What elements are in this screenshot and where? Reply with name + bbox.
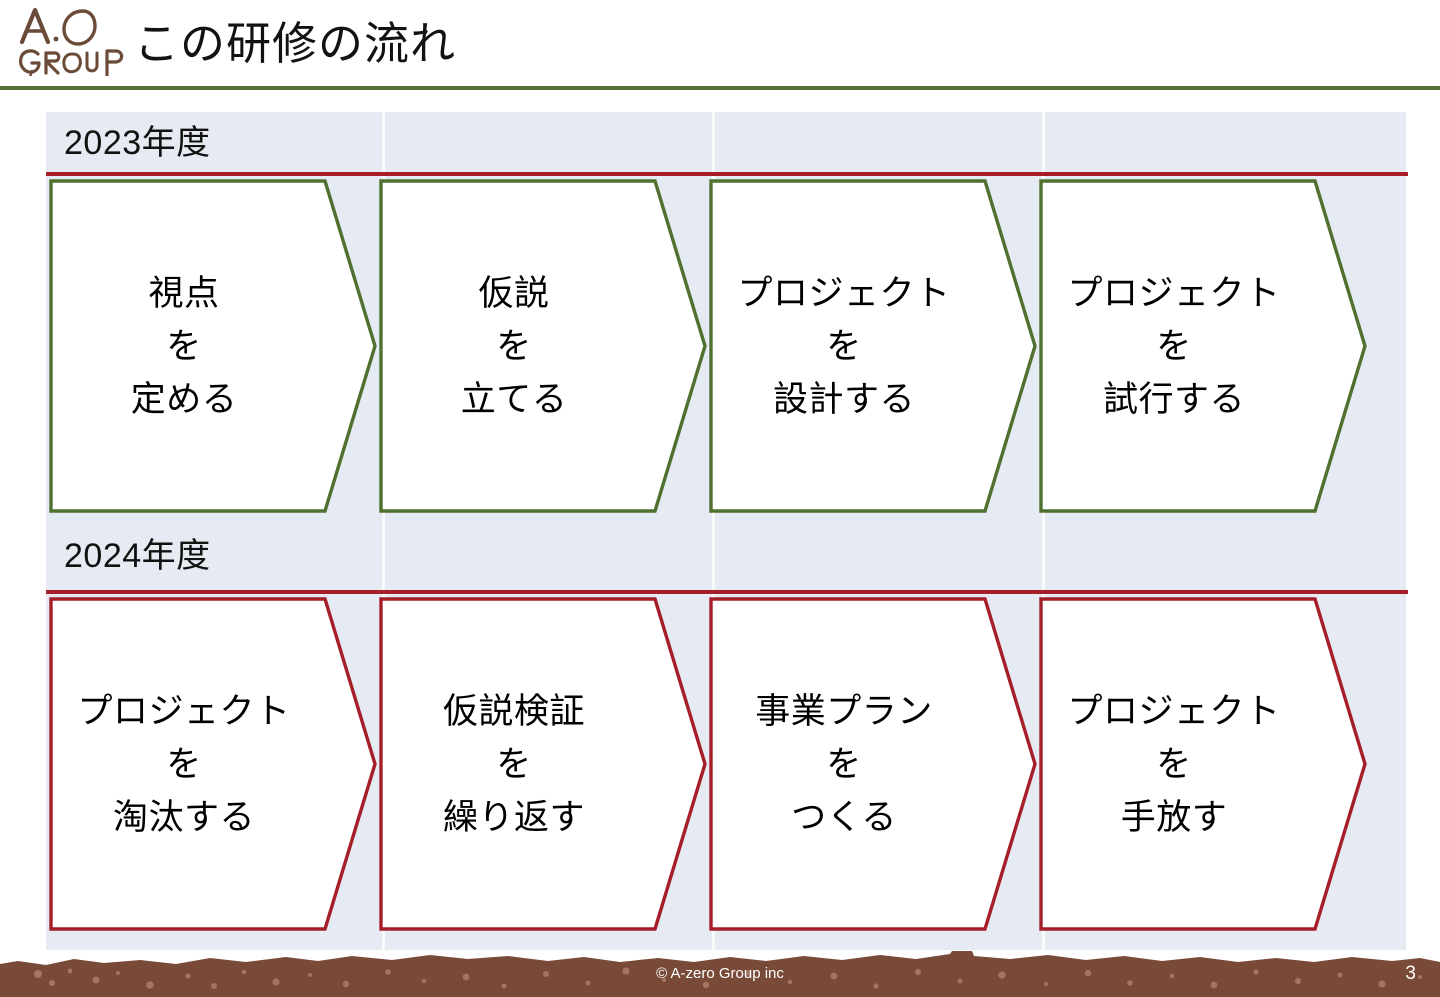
slide-footer: © A-zero Group inc 3: [0, 950, 1440, 997]
step-chevron-2023-1[interactable]: 視点 を 定める: [48, 178, 378, 514]
step-chevron-2023-3[interactable]: プロジェクト を 設計する: [708, 178, 1038, 514]
chevron-shape-icon: [379, 179, 707, 513]
column-separator: [1042, 112, 1045, 950]
page-number: 3: [1405, 963, 1416, 984]
chevron-shape-icon: [709, 179, 1037, 513]
row-year-label-2023: 2023年度: [64, 124, 211, 162]
step-chevron-2024-2[interactable]: 仮説検証 を 繰り返す: [378, 596, 708, 932]
column-separator: [712, 112, 715, 950]
step-chevron-2023-2[interactable]: 仮説 を 立てる: [378, 178, 708, 514]
row-year-label-2024: 2024年度: [64, 537, 211, 575]
step-chevron-2024-1[interactable]: プロジェクト を 淘汰する: [48, 596, 378, 932]
step-chevron-2024-4[interactable]: プロジェクト を 手放す: [1038, 596, 1368, 932]
process-flow-panel: 2023年度 視点 を 定める 仮説 を 立てる プロジェクト を 設計する: [46, 112, 1408, 950]
brush-band-icon: [0, 951, 1440, 997]
chevron-shape-icon: [1039, 597, 1367, 931]
column-separator: [382, 112, 385, 950]
header-divider: [0, 86, 1440, 90]
chevron-shape-icon: [49, 597, 377, 931]
chevron-shape-icon: [49, 179, 377, 513]
copyright-text: © A-zero Group inc: [656, 965, 784, 982]
slide-header: この研修の流れ: [0, 0, 1440, 90]
ao-group-logo: [8, 4, 130, 76]
row-divider-2024: [46, 590, 1408, 594]
step-chevron-2024-3[interactable]: 事業プラン を つくる: [708, 596, 1038, 932]
ao-group-logo-icon: [19, 7, 124, 76]
step-chevron-2023-4[interactable]: プロジェクト を 試行する: [1038, 178, 1368, 514]
chevron-shape-icon: [379, 597, 707, 931]
chevron-shape-icon: [709, 597, 1037, 931]
row-divider-2023: [46, 172, 1408, 176]
page-title: この研修の流れ: [134, 18, 457, 69]
chevron-shape-icon: [1039, 179, 1367, 513]
